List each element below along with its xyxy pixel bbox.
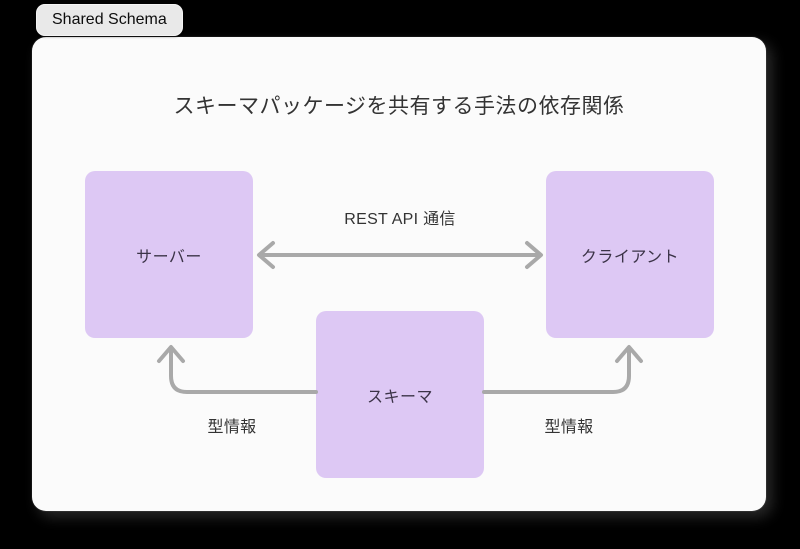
node-server-label: サーバー <box>136 248 202 266</box>
node-schema: スキーマ <box>316 311 484 478</box>
edge-label-type-info-right: 型情報 <box>544 419 594 436</box>
type-info-arrow-right <box>482 345 643 394</box>
node-client-label: クライアント <box>580 248 680 266</box>
node-schema-label: スキーマ <box>366 388 433 406</box>
diagram-title: スキーマパッケージを共有する手法の依存関係 <box>173 95 625 118</box>
tab-label: Shared Schema <box>52 11 167 28</box>
edge-label-rest-api: REST API 通信 <box>344 211 456 228</box>
edge-label-type-info-left: 型情報 <box>207 419 257 436</box>
node-client: クライアント <box>546 171 714 338</box>
tab-shared-schema[interactable]: Shared Schema <box>36 4 183 36</box>
type-info-arrow-left <box>157 345 318 394</box>
rest-api-arrow <box>257 241 543 269</box>
node-server: サーバー <box>85 171 253 338</box>
diagram-card: スキーマパッケージを共有する手法の依存関係 サーバー クライアント スキーマ <box>32 37 766 511</box>
